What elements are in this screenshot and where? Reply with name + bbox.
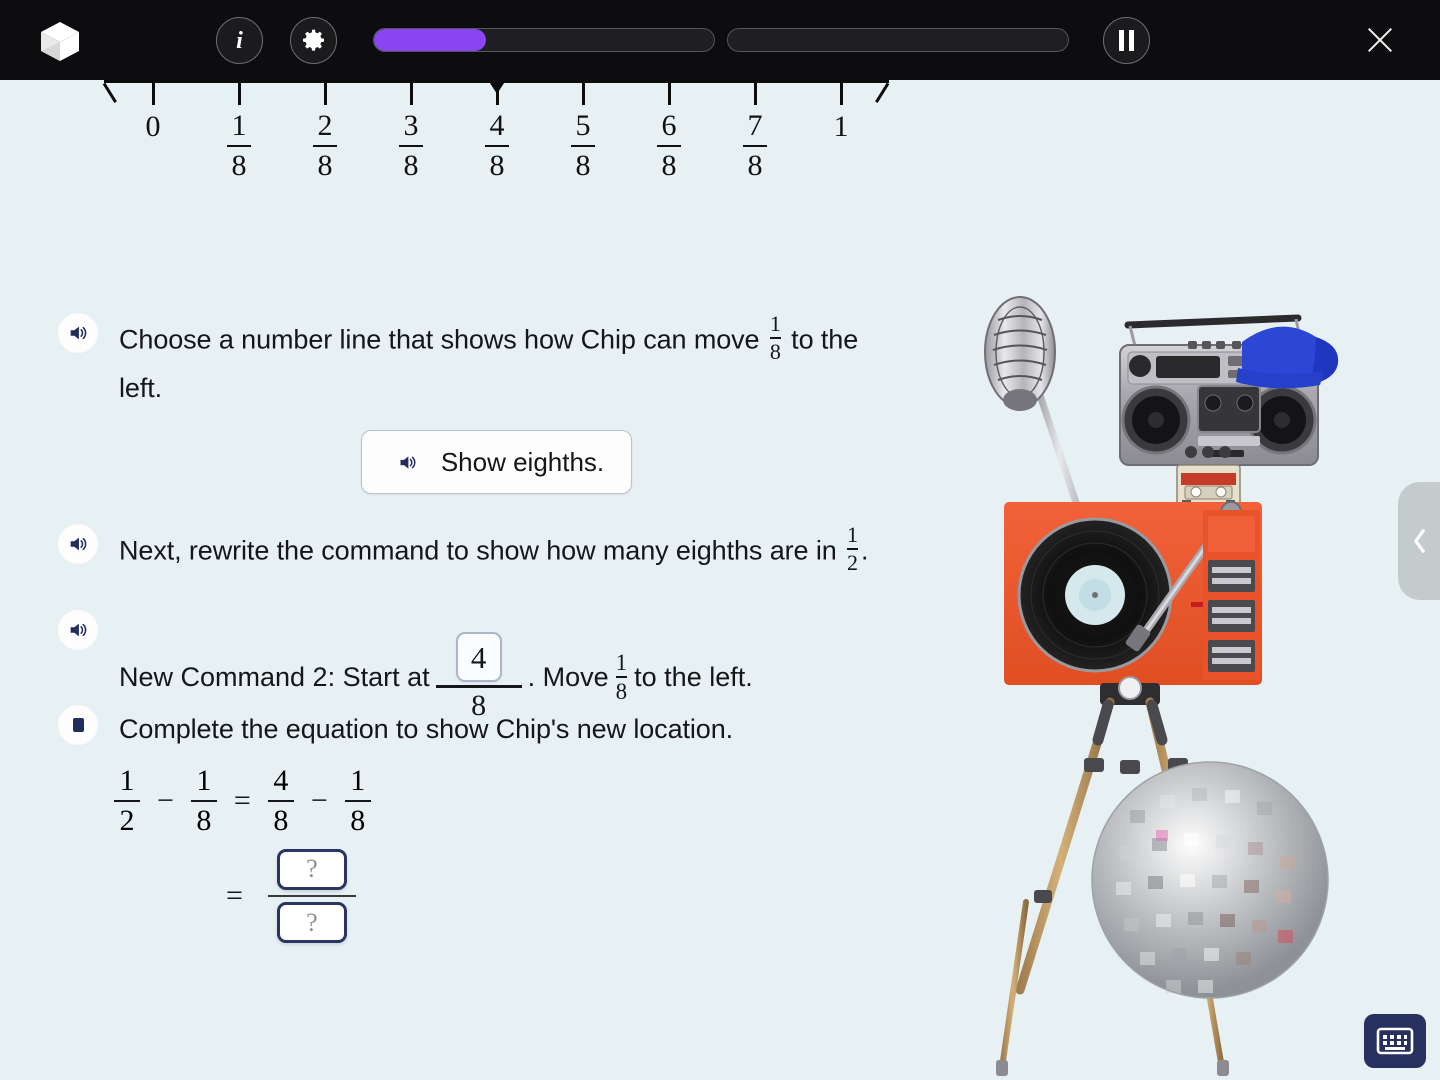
speaker-icon [400, 455, 416, 469]
number-line-label-3: 3 8 [371, 109, 451, 183]
q1-text-part1: Choose a number line that shows how Chip… [119, 324, 760, 355]
q2-period: . [860, 535, 869, 566]
numerator-input[interactable]: 4 [455, 632, 502, 682]
number-line-tick [582, 80, 585, 105]
q3-text-part1: New Command 2: Start at [119, 661, 430, 692]
answer-numerator-input[interactable]: ? [276, 848, 347, 890]
equation-area: 1 2 − 1 8 = 4 8 − 1 8 = [110, 765, 375, 943]
number-line-position-marker [488, 80, 506, 94]
equation-operator-equals: = [226, 878, 243, 912]
question-3-text: New Command 2: Start at 4 8 . Move 1 8 t… [119, 632, 753, 722]
answer-fraction: ? ? [267, 848, 356, 943]
number-line-label-5: 5 8 [543, 109, 623, 183]
blue-cap [1236, 326, 1339, 389]
audio-play-button-1[interactable] [58, 313, 98, 353]
stop-bullet-icon [58, 705, 98, 745]
progress-bar-1 [373, 28, 715, 52]
cassette-neck [1176, 464, 1241, 506]
number-line-tick [238, 80, 241, 105]
q1-text-part2: to the [791, 324, 859, 355]
top-toolbar: i [0, 0, 1440, 80]
number-line-label-0: 0 [113, 110, 193, 144]
number-line-label-8: 1 [801, 110, 881, 144]
audio-play-button-show-eighths[interactable] [388, 443, 427, 481]
progress-bar-2 [727, 28, 1069, 52]
show-eighths-label: Show eighths. [440, 446, 605, 477]
question-2: Next, rewrite the command to show how ma… [58, 522, 958, 576]
equation-operator: − [310, 783, 328, 817]
q1-fraction: 1 8 [769, 311, 781, 365]
speaker-icon [70, 623, 87, 637]
close-button[interactable] [1362, 22, 1398, 58]
q3-text-part2: . Move [527, 661, 609, 692]
speaker-icon [70, 537, 87, 551]
q2-fraction: 1 2 [847, 522, 858, 576]
q1-text-part3: left. [119, 373, 163, 404]
number-line: 0 1 8 2 8 3 8 4 [0, 80, 960, 190]
number-line-label-2: 2 8 [285, 109, 365, 183]
number-line-tick [840, 80, 843, 105]
number-line-left-arrow [102, 82, 117, 103]
question-3: New Command 2: Start at 4 8 . Move 1 8 t… [58, 610, 753, 722]
question-1-text: Choose a number line that shows how Chip… [119, 311, 859, 413]
equation-term: 1 8 [344, 765, 371, 837]
chevron-left-icon [1413, 529, 1425, 553]
equation-line-1: 1 2 − 1 8 = 4 8 − 1 8 [110, 765, 375, 837]
settings-button[interactable] [290, 17, 337, 64]
number-line-label-6: 6 8 [629, 109, 709, 183]
denominator-value: 8 [471, 688, 487, 722]
answer-denominator-input[interactable]: ? [276, 902, 347, 943]
question-2-text: Next, rewrite the command to show how ma… [119, 522, 869, 576]
info-button[interactable]: i [216, 17, 263, 64]
number-line-tick [410, 80, 413, 105]
q3-editable-fraction: 4 8 [435, 632, 522, 722]
keyboard-icon [1376, 1027, 1414, 1055]
label-text: 1 [833, 110, 849, 143]
question-4-text: Complete the equation to show Chip's new… [119, 714, 734, 744]
question-4: Complete the equation to show Chip's new… [58, 705, 858, 754]
label-text: 0 [145, 110, 161, 143]
number-line-tick [152, 80, 155, 105]
collapse-panel-tab[interactable] [1398, 482, 1440, 600]
equation-operator: − [157, 783, 174, 817]
equation-term: 1 2 [114, 765, 140, 837]
audio-play-button-3[interactable] [58, 610, 98, 650]
audio-play-button-2[interactable] [58, 524, 98, 564]
number-line-label-1: 1 8 [199, 109, 279, 183]
progress-bar-1-fill [374, 29, 487, 51]
disco-ball [1091, 761, 1329, 999]
gear-icon [303, 29, 324, 51]
number-line-tick [754, 80, 757, 105]
pause-icon [1119, 30, 1134, 51]
cube-logo-icon [41, 22, 79, 61]
keyboard-toggle-button[interactable] [1364, 1014, 1426, 1068]
q3-text-part3: to the left. [634, 661, 753, 692]
equation-line-2: = ? ? [213, 848, 375, 943]
speaker-icon [70, 326, 87, 340]
equation-term: 1 8 [190, 765, 217, 837]
equation-operator: = [233, 783, 251, 817]
number-line-label-4: 4 8 [457, 109, 537, 183]
number-line-tick [324, 80, 327, 105]
number-line-label-7: 7 8 [715, 109, 795, 183]
show-eighths-button[interactable]: Show eighths. [361, 430, 632, 494]
number-line-tick [668, 80, 671, 105]
orange-turntable-body [1004, 501, 1262, 685]
chip-character-illustration [960, 290, 1390, 1080]
equation-term: 4 8 [267, 765, 294, 837]
number-line-right-arrow [875, 82, 890, 103]
q2-text-part1: Next, rewrite the command to show how ma… [119, 535, 837, 566]
q3-fraction: 1 8 [615, 649, 628, 705]
question-1: Choose a number line that shows how Chip… [58, 311, 938, 413]
pause-button[interactable] [1103, 17, 1150, 64]
info-icon: i [236, 27, 243, 54]
